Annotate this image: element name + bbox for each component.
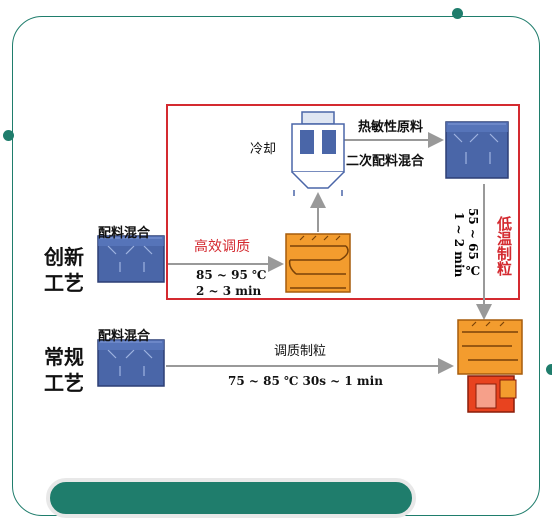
mixing-label-top: 配料混合 xyxy=(98,226,151,241)
conditioner-icon xyxy=(285,233,351,293)
cooler-icon xyxy=(291,111,345,196)
innovative-process-label: 创新 工艺 xyxy=(44,245,84,295)
pellet-mill-icon xyxy=(457,319,523,413)
frame-dot-left xyxy=(3,130,14,141)
low-temp-params-temp: 55 ~ 65 ℃ xyxy=(466,208,480,278)
efficient-conditioning-label: 高效调质 xyxy=(194,239,250,255)
conventional-process-label: 常规 工艺 xyxy=(44,345,84,395)
heat-sensitive-label: 热敏性原料 xyxy=(358,120,424,135)
second-mixing-label: 二次配料混合 xyxy=(346,154,425,169)
conditioning-temp: 85 ~ 95 ℃ xyxy=(196,268,267,282)
frame-dot-top xyxy=(452,8,463,19)
mixing-label-bottom: 配料混合 xyxy=(98,329,151,344)
mixer-icon xyxy=(97,339,165,387)
low-temp-pelleting-label: 低温制粒 xyxy=(495,216,513,276)
conventional-params: 75 ~ 85 ℃ 30s ~ 1 min xyxy=(228,374,383,388)
low-temp-params-time: 1 ~ 2 min xyxy=(452,212,466,278)
cooling-label: 冷却 xyxy=(250,142,277,157)
conditioning-time: 2 ~ 3 min xyxy=(196,284,262,298)
conditioning-pelleting-label: 调质制粒 xyxy=(274,344,327,359)
process-diagram xyxy=(97,111,523,413)
frame-dot-right xyxy=(546,364,552,375)
mixer-icon xyxy=(445,121,509,179)
innovation-highlight-box xyxy=(166,104,520,300)
mixer-icon xyxy=(97,235,165,283)
